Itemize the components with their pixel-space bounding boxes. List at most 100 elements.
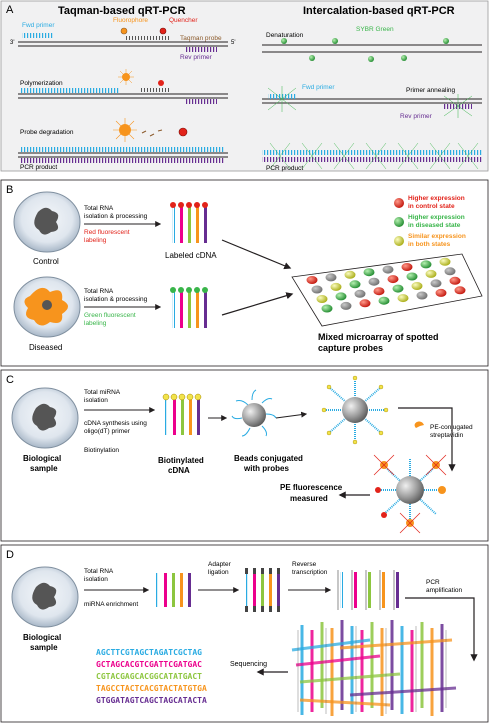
intercalation-title: Intercalation-based qRT-PCR (303, 5, 455, 17)
b-step1-line1: Total RNA (84, 205, 114, 212)
microarray-spot (359, 299, 371, 308)
sequence-read-3: CGTACGAGCACGGCATATGACT (96, 672, 202, 681)
panel-d-letter: D (6, 549, 14, 561)
c-step3: Biotinylation (84, 447, 119, 454)
beads-1: Beads conjugated (234, 454, 303, 463)
end-3-a: 3' (10, 40, 14, 46)
c-step1-1: Total miRNA (84, 389, 121, 396)
microarray-spot (387, 275, 399, 284)
microarray-spot (420, 260, 432, 269)
intercalation-steps: Denaturation SYBR Green Fwd primer Prime… (262, 26, 482, 172)
taqman-step-2: Polymerization (18, 69, 228, 104)
microarray-spot (425, 269, 437, 278)
microarray-line2: capture probes (318, 343, 383, 353)
biotinylated-1: Biotinylated (158, 456, 204, 465)
bead-labelled (373, 454, 447, 534)
microarray-spot (373, 287, 385, 296)
rt-duplexes (337, 570, 399, 610)
panel-c: C Biological sample Total miRNA isolatio… (0, 369, 489, 542)
sybr-dots (281, 38, 449, 62)
primer-annealing-label: Primer annealing (406, 87, 456, 94)
sybr-green-label: SYBR Green (356, 26, 394, 33)
quencher-dot (159, 27, 167, 35)
c-sample-2: sample (30, 464, 58, 473)
fluorophore-dot (120, 27, 128, 35)
panel-a-letter: A (6, 4, 14, 16)
diseased-label: Diseased (29, 343, 62, 352)
sequence-read-1: AGCTTCGTAGCTAGATCGCTAG (96, 648, 202, 657)
b-green-line1: Green fluorescent (84, 312, 136, 319)
sequence-reads: AGCTTCGTAGCTAGATCGCTAG GCTAGCACGTCGATTCG… (96, 648, 207, 705)
probe-bar-2 (140, 88, 170, 92)
microarray-line1: Mixed microarray of spotted (318, 332, 439, 342)
red-cdna-strands (170, 202, 208, 243)
microarray-spot (306, 276, 318, 284)
int-product-top (262, 150, 482, 155)
panel-d: D Biological sample Total RNA isolation … (0, 544, 489, 723)
legend-green-1: Higher expression (408, 214, 465, 221)
microarray-spot (397, 294, 409, 303)
quencher-2 (158, 80, 164, 86)
microarray-spot (311, 285, 323, 294)
int-fwd-primer-label: Fwd primer (302, 84, 335, 91)
panel-d-frame (0, 544, 489, 723)
pe-2: streptavidin (430, 432, 464, 439)
legend-red-1: Higher expression (408, 195, 465, 202)
microarray-spot (430, 279, 442, 288)
legend-yellow-2: in both states (408, 241, 451, 248)
taqman-probe-label: Taqman probe (180, 35, 222, 42)
microarray-spot (382, 265, 394, 274)
rev-primer-label: Rev primer (180, 54, 213, 61)
c-step2-2: oligo(dT) primer (84, 428, 131, 435)
taqman-title: Taqman-based qRT-PCR (58, 5, 186, 17)
end-5-a: 5' (231, 40, 235, 46)
microarray-spot (368, 277, 380, 286)
microarray-spot (416, 291, 428, 300)
c-nucleus (32, 403, 57, 431)
microarray-legend: Higher expression in control state Highe… (394, 195, 466, 248)
microarray-spot (406, 272, 418, 281)
fluor-rays (118, 69, 134, 85)
b-red-line2: labeling (84, 237, 107, 244)
d-step1-2: isolation (84, 576, 108, 583)
b-step1-line2: isolation & processing (84, 213, 148, 220)
b-step2-line1: Total RNA (84, 288, 114, 295)
rt-2: transcription (292, 569, 328, 576)
pcr-product-label: PCR product (20, 164, 57, 171)
legend-green-2: in diseased state (408, 222, 461, 229)
sequence-read-5: GTGGATAGTCAGCTAGCATACTA (96, 696, 207, 705)
int-glow-product (269, 142, 479, 170)
microarray-spot (401, 263, 413, 271)
panel-a-frame (0, 0, 489, 172)
legend-yellow-1: Similar expression (408, 233, 466, 240)
c-sample-1: Biological (23, 454, 61, 463)
legend-red-2: in control state (408, 203, 455, 210)
panel-b: B Control Diseased Total RNA isolation &… (0, 179, 489, 367)
microarray-spot (335, 292, 347, 301)
panel-c-letter: C (6, 374, 14, 386)
fwd-primer-label: Fwd primer (22, 22, 55, 29)
microarray-spot (354, 289, 366, 298)
b-step2-line2: isolation & processing (84, 296, 148, 303)
sequence-read-4: TAGCCTACTCACGTACTATGTGA (96, 684, 207, 693)
sequence-read-2: GCTAGCACGTCGATTCGATGAC (96, 660, 202, 669)
microarray-spot (349, 280, 361, 289)
probe-bar (124, 36, 169, 40)
extending-strand (20, 88, 120, 93)
microarray-spot (325, 273, 337, 282)
panel-c-frame (0, 369, 489, 542)
fluorophore-label: Fluorophore (113, 17, 148, 24)
taqman-step-1: Fwd primer Fluorophore Quencher Taqman p… (10, 17, 235, 61)
int-pcr-product-label: PCR product (266, 165, 303, 172)
bead-large (321, 375, 389, 445)
denaturation-label: Denaturation (266, 32, 304, 39)
microarray-spot (340, 301, 352, 310)
sequencing-label: Sequencing (230, 661, 267, 668)
panel-b-letter: B (6, 184, 13, 196)
pcr-1: PCR (426, 579, 440, 586)
mirna-strands (156, 573, 191, 607)
measured-2: measured (290, 494, 328, 503)
bead-small (231, 389, 277, 437)
biotinylated-2: cDNA (168, 466, 190, 475)
